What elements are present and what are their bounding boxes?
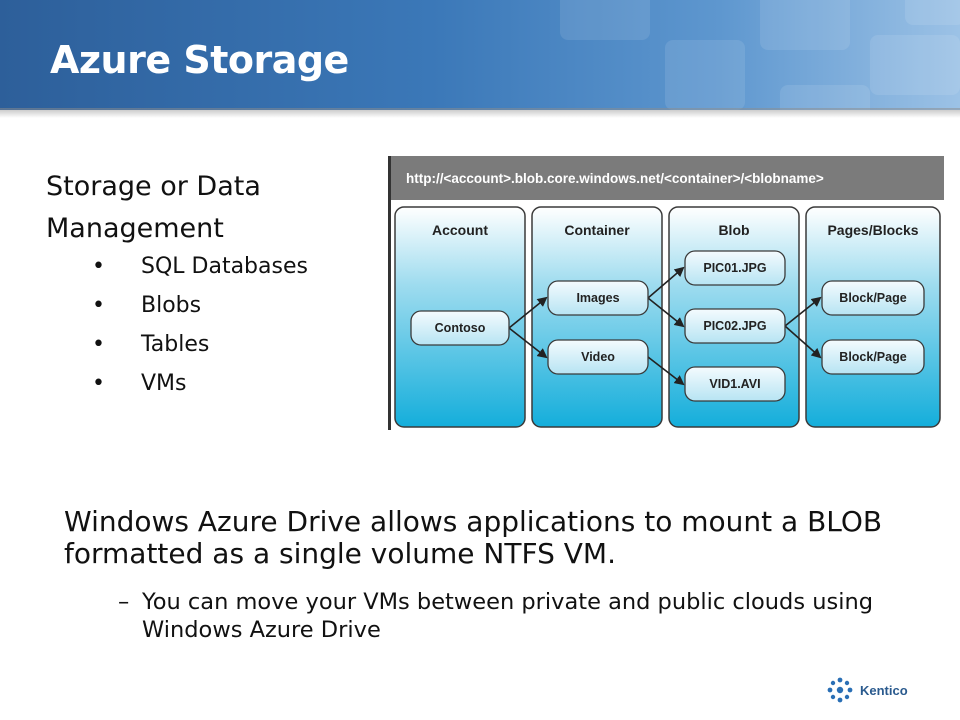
sub-point-text: You can move your VMs between private an… xyxy=(142,589,873,643)
title-banner-shadow xyxy=(0,108,960,118)
slide-title: Azure Storage xyxy=(50,38,349,82)
list-item: • VMs xyxy=(92,371,308,410)
node-vid1 xyxy=(684,366,786,402)
account-label: Account xyxy=(432,222,488,238)
blob-url: http://<account>.blob.core.windows.net/<… xyxy=(406,171,824,186)
node-images xyxy=(547,280,649,316)
pages-label: Pages/Blocks xyxy=(827,222,918,238)
sub-point: – You can move your VMs between private … xyxy=(118,588,898,644)
node-contoso xyxy=(410,310,510,346)
container-panel xyxy=(531,206,663,428)
node-video-label: Video xyxy=(581,350,615,364)
node-pic02 xyxy=(684,308,786,344)
node-block-2-label: Block/Page xyxy=(839,350,906,364)
node-block-1-label: Block/Page xyxy=(839,291,906,305)
left-heading: Storage or Data Management xyxy=(46,171,261,244)
bullet-icon: • xyxy=(92,254,105,279)
list-item: • Blobs xyxy=(92,293,308,332)
list-item-text: Tables xyxy=(141,332,210,357)
node-video xyxy=(547,339,649,375)
list-item-text: Blobs xyxy=(141,293,202,318)
blob-label: Blob xyxy=(718,222,749,238)
title-banner xyxy=(0,0,960,110)
node-block-2 xyxy=(821,339,925,375)
kentico-wordmark: Kentico xyxy=(860,682,908,698)
bullet-icon: • xyxy=(92,293,105,318)
dash-bullet-icon: – xyxy=(118,589,130,615)
list-item-text: VMs xyxy=(141,371,187,396)
main-point-text: Windows Azure Drive allows applications … xyxy=(64,505,883,570)
node-vid1-label: VID1.AVI xyxy=(709,377,760,391)
left-bullet-list: • SQL Databases • Blobs • Tables • VMs xyxy=(92,254,308,410)
node-pic01-label: PIC01.JPG xyxy=(703,261,766,275)
node-block-1 xyxy=(821,280,925,316)
container-label: Container xyxy=(564,222,630,238)
node-pic02-label: PIC02.JPG xyxy=(703,319,766,333)
node-contoso-label: Contoso xyxy=(435,321,486,335)
node-images-label: Images xyxy=(576,291,619,305)
node-pic01 xyxy=(684,250,786,286)
list-item: • SQL Databases xyxy=(92,254,308,293)
pages-panel xyxy=(805,206,941,428)
blob-storage-diagram: http://<account>.blob.core.windows.net/<… xyxy=(388,156,944,430)
list-item-text: SQL Databases xyxy=(141,254,308,279)
kentico-logo-icon xyxy=(827,677,853,703)
bullet-icon: • xyxy=(92,371,105,396)
kentico-logo: Kentico xyxy=(826,675,908,705)
list-item: • Tables xyxy=(92,332,308,371)
bullet-icon: • xyxy=(92,332,105,357)
